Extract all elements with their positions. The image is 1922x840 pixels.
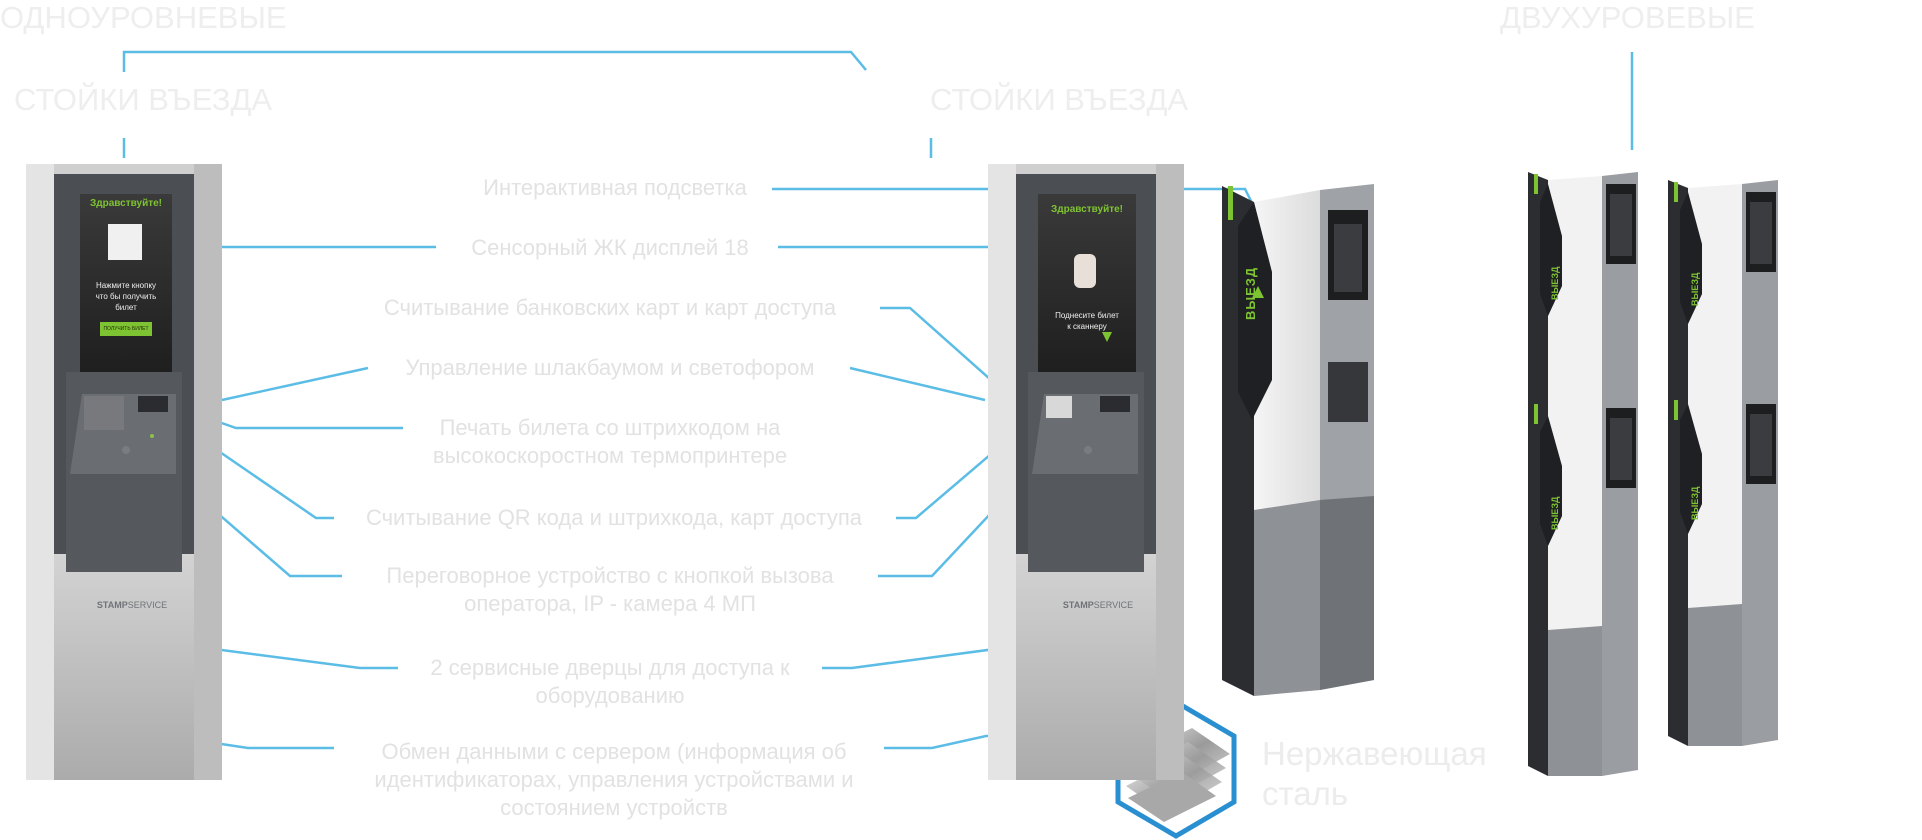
side-sign-b-top: ВЫЕЗД [1690, 272, 1700, 306]
leader-doors-right [822, 641, 1041, 670]
kiosk-side-view [1222, 184, 1374, 696]
heading-entry-right: СТОЙКИ ВЪЕЗДА [930, 82, 1189, 117]
side-sign-a-top: ВЫЕЗД [1550, 266, 1560, 300]
brand-logo-left: STAMPSERVICE [96, 600, 168, 610]
leader-barrier-right [849, 366, 986, 402]
kiosk-left-greeting: Здравствуйте! [89, 198, 163, 209]
heading-single-level: ОДНОУРОВНЕВЫЕ [0, 0, 287, 35]
get-ticket-button[interactable]: ПОЛУЧИТЬ БИЛЕТ [100, 322, 152, 336]
intercom-icon [1084, 446, 1092, 454]
scanner-icon [1046, 396, 1072, 418]
bracket-single-level [122, 50, 867, 72]
intercom-icon [122, 446, 130, 454]
heading-entry-left: СТОЙКИ ВЪЕЗДА [14, 82, 273, 117]
arrow-up-icon [1252, 286, 1264, 298]
side-sign-b-bottom: ВЫЕЗД [1690, 486, 1700, 520]
hand-ticket-icon [1074, 254, 1096, 288]
leader-barrier-left [221, 366, 369, 402]
kiosk-two-level-b [1668, 180, 1778, 746]
side-sign-a-bottom: ВЫЕЗД [1550, 496, 1560, 530]
ticket-icon [108, 224, 142, 260]
arrow-down-icon [1102, 332, 1112, 342]
brand-logo-right: STAMPSERVICE [1062, 600, 1134, 610]
kiosk-two-level-a [1528, 172, 1638, 776]
screen-right [1038, 194, 1136, 390]
feature-label: Сенсорный ЖК дисплей 18 [471, 235, 749, 260]
leader-doors-left [159, 640, 398, 670]
feature-label: Интерактивная подсветка [483, 175, 747, 200]
kiosk-right [988, 164, 1184, 780]
feature-label: Считывание QR кода и штрихкода, карт дос… [365, 505, 863, 530]
feature-label: Считывание банковских карт и карт доступ… [383, 295, 837, 320]
heading-two-level: ДВУХУРОВЕВЫЕ [1500, 0, 1755, 35]
kiosk-right-greeting: Здравствуйте! [1050, 204, 1124, 215]
side-sign: ВЫЕЗД [1243, 266, 1258, 320]
kiosk-left [26, 164, 222, 780]
feature-label: Переговорное устройство с кнопкой вызова… [386, 563, 834, 616]
card-reader-icon [84, 396, 124, 430]
printer-slot-icon [1100, 396, 1130, 412]
feature-label: Управление шлакбаумом и светофором [405, 355, 815, 380]
printer-slot-icon [138, 396, 168, 412]
